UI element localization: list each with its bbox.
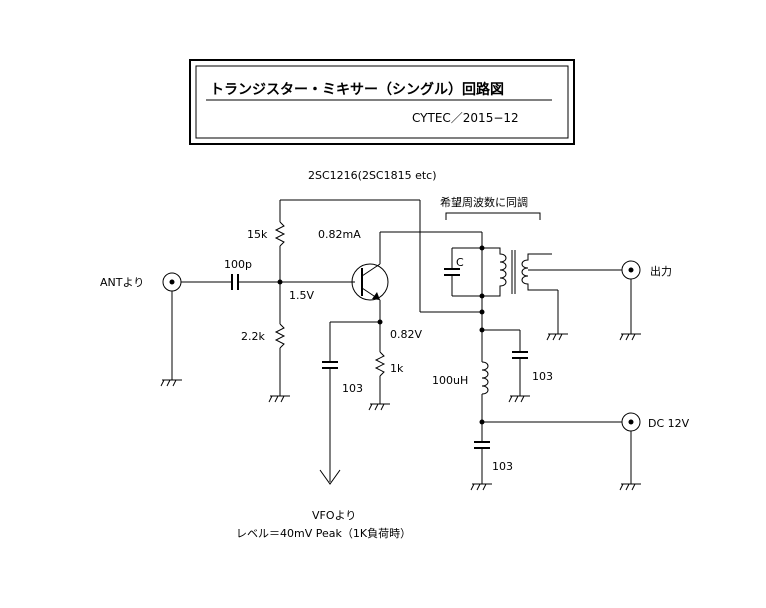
ground-symbol: [619, 333, 641, 341]
bypass-capacitor-2: [474, 441, 490, 449]
antenna-label: ANTより: [100, 276, 144, 289]
input-capacitor-label: 100p: [224, 258, 252, 271]
emitter-resistor: [374, 351, 386, 377]
collector-current-label: 0.82mA: [318, 228, 361, 241]
output-label: 出力: [650, 264, 672, 278]
bypass-capacitor-2-label: 103: [492, 460, 513, 473]
transistor-symbol: [351, 263, 389, 301]
diagram-subtitle: CYTEC／2015−12: [412, 111, 519, 125]
bypass-capacitor-1-label: 103: [532, 370, 553, 383]
choke-inductor: [481, 361, 489, 395]
bias-resistor-top-label: 15k: [247, 228, 268, 241]
ground-symbol: [546, 333, 568, 341]
tank-capacitor: [444, 268, 460, 276]
vfo-input-label: VFOより: [312, 509, 356, 522]
tuning-bracket: [445, 212, 541, 220]
power-label: DC 12V: [648, 417, 690, 430]
ground-symbol: [619, 483, 641, 491]
ground-symbol: [470, 483, 492, 491]
bias-resistor-top: [274, 221, 286, 247]
tank-capacitor-label: C: [456, 256, 464, 269]
base-voltage-label: 1.5V: [289, 289, 314, 302]
bias-resistor-bottom-label: 2.2k: [241, 330, 265, 343]
power-connector: [621, 412, 641, 484]
ground-symbol: [508, 395, 530, 403]
title-block: トランジスター・ミキサー（シングル）回路図 CYTEC／2015−12: [189, 59, 575, 145]
bias-resistor-bottom: [274, 323, 286, 349]
ground-symbol: [268, 395, 290, 403]
output-connector: [621, 260, 641, 334]
emitter-resistor-label: 1k: [390, 362, 404, 375]
transformer-secondary: [521, 253, 558, 291]
input-capacitor: [231, 274, 239, 290]
vfo-capacitor-label: 103: [342, 382, 363, 395]
vfo-capacitor: [322, 361, 338, 369]
bypass-capacitor-1: [512, 351, 528, 359]
choke-label: 100uH: [432, 374, 468, 387]
vfo-level-label: レベル＝40mV Peak（1K負荷時）: [236, 527, 411, 540]
tuning-label: 希望周波数に同調: [440, 195, 528, 209]
ground-symbol: [368, 403, 390, 411]
vfo-arrow-icon: [319, 469, 341, 485]
antenna-connector: [162, 272, 182, 380]
transistor-label: 2SC1216(2SC1815 etc): [308, 169, 437, 182]
ground-symbol: [160, 379, 182, 387]
diagram-title: トランジスター・ミキサー（シングル）回路図: [210, 81, 504, 98]
emitter-voltage-label: 0.82V: [390, 328, 422, 341]
transformer-primary: [482, 247, 507, 297]
junction-dot: [479, 309, 485, 315]
